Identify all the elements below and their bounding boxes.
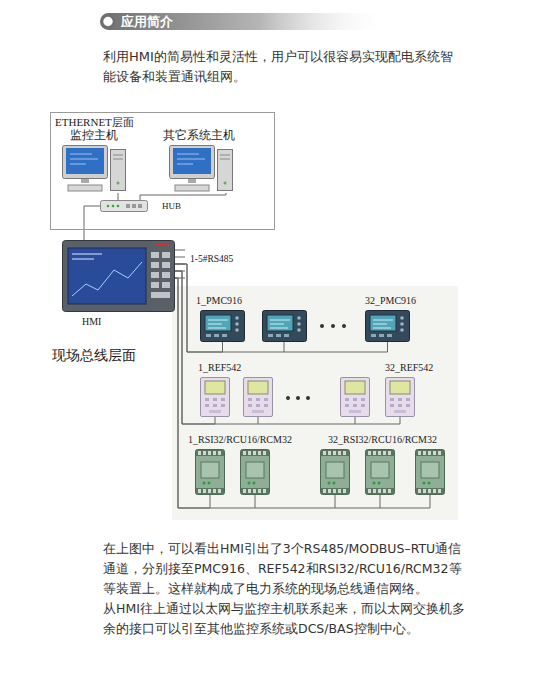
bus-wire	[140, 193, 226, 200]
bus-wire	[84, 206, 100, 240]
bus-label: 1-5#RS485	[190, 253, 233, 265]
node-label: 1_PMC916	[196, 295, 245, 307]
rsi32-device: 32_RSI32/RCU16/RCM32	[328, 434, 445, 495]
node-label: 32_PMC916	[365, 295, 416, 307]
layer-label: 现场总线层面	[52, 346, 136, 364]
ethernet-layer-box: ETHERNET层面监控主机其它系统主机HUB	[50, 112, 275, 230]
ellipsis-dots	[320, 324, 346, 328]
node-label: 1_RSI32/RCU16/RCM32	[188, 434, 292, 446]
pc-figure	[169, 145, 233, 193]
pmc916-device: 32_PMC916	[365, 295, 416, 342]
host-computer: 监控主机	[62, 128, 126, 193]
section-title: 应用简介	[121, 13, 173, 30]
rsi-figure	[195, 449, 225, 495]
drop-wire	[255, 495, 380, 508]
rsi32-device	[366, 450, 395, 495]
ref542-device: 32_REF542	[385, 362, 433, 417]
header-dot	[102, 16, 114, 28]
body-text: 从HMI往上通过以太网与监控主机联系起来，而以太网交换机多余的接口可以引至其他监…	[103, 599, 465, 639]
node-label: HUB	[162, 200, 181, 212]
hub-device: HUB	[100, 200, 181, 212]
bus-wire	[175, 264, 388, 352]
bus-wire	[175, 278, 430, 508]
ref542-device: 1_REF542	[198, 362, 241, 417]
ref-figure	[200, 377, 230, 417]
pmc916-device: 1_PMC916	[196, 295, 245, 342]
node-label: HMI	[82, 315, 175, 328]
rsi32-device	[241, 450, 270, 495]
node-label: 1_REF542	[198, 362, 241, 374]
header-bar	[100, 13, 390, 30]
hmi-panel: HMI	[62, 240, 175, 328]
pmc-figure	[200, 310, 245, 342]
rsi32-device	[321, 450, 350, 495]
field-panel	[172, 286, 458, 520]
hmi-figure	[62, 240, 175, 312]
pc-figure	[62, 145, 126, 193]
body-text: 在上图中，可以看出HMI引出了3个RS485/MODBUS–RTU通信通道，分别…	[103, 539, 465, 599]
bus-wire	[175, 271, 400, 424]
rsi32-device: 1_RSI32/RCU16/RCM32	[188, 434, 292, 495]
host-computer: 其它系统主机	[163, 128, 235, 193]
intro-text: 利用HMI的简易性和灵活性，用户可以很容易实现配电系统智能设备和装置通讯组网。	[103, 47, 465, 87]
ref542-device	[244, 378, 273, 417]
node-label: 监控主机	[62, 128, 126, 142]
ref-figure	[385, 377, 415, 417]
ref542-device	[341, 378, 370, 417]
rsi-figure	[415, 449, 445, 495]
bus-wire	[118, 193, 119, 200]
drop-wire	[284, 342, 285, 352]
node-label: 32_RSI32/RCU16/RCM32	[328, 434, 445, 446]
drop-wire	[258, 417, 355, 424]
hub-figure	[100, 200, 148, 212]
pmc-figure	[365, 310, 410, 342]
node-label: 其它系统主机	[163, 128, 235, 142]
ellipsis-dots	[286, 396, 310, 400]
node-label: 32_REF542	[385, 362, 433, 374]
pmc916-device	[263, 311, 307, 342]
